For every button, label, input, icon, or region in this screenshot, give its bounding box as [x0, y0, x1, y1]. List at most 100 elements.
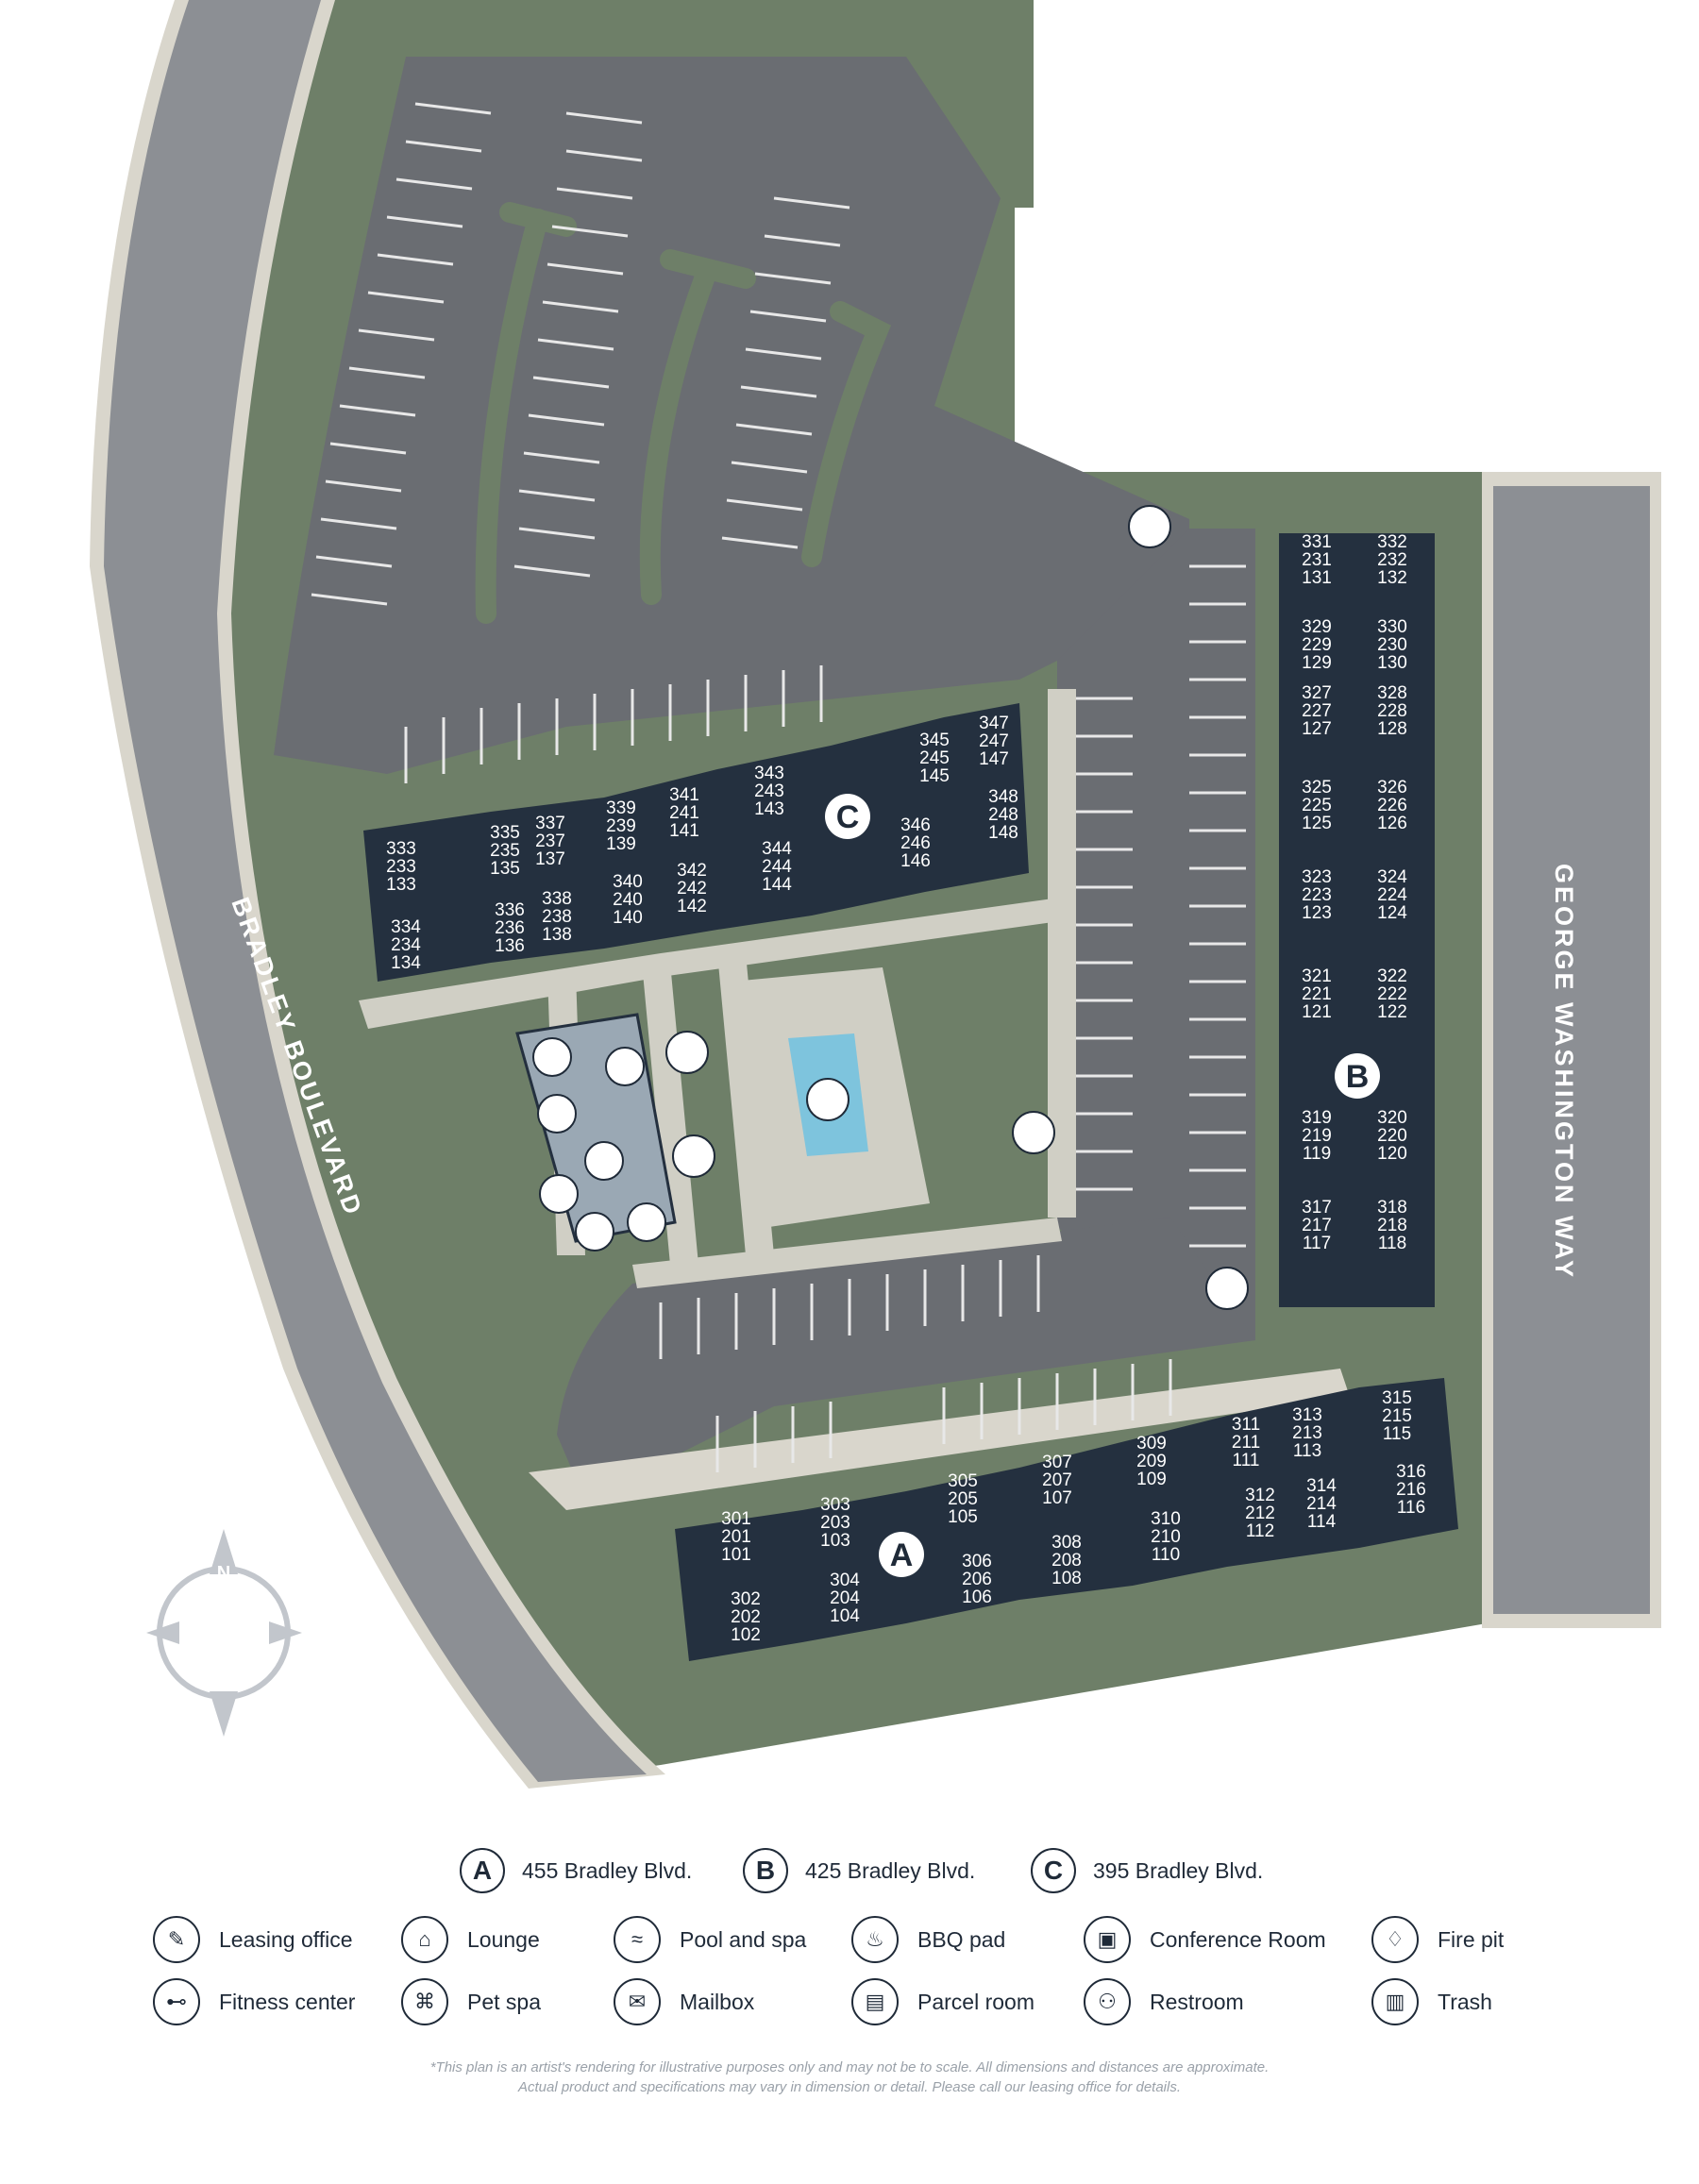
- disclaimer-line-1: *This plan is an artist's rendering for …: [429, 2059, 1270, 2075]
- legend-item: ✉Mailbox: [614, 1978, 754, 2025]
- legend-item: ⌂ Lounge: [401, 1916, 540, 1963]
- address-c-text: 395 Bradley Blvd.: [1093, 1857, 1264, 1883]
- building-b: [1279, 533, 1435, 1307]
- conference-room-icon: [539, 1174, 579, 1214]
- legend-label: Pool and spa: [680, 1926, 807, 1952]
- legend-label: Fitness center: [219, 1989, 356, 2014]
- building-c: [363, 703, 1029, 982]
- legend-label: Lounge: [467, 1926, 540, 1952]
- building-a-marker[interactable]: A: [879, 1532, 924, 1577]
- parcel-room-icon: [627, 1202, 666, 1242]
- legend-item: ⊷ Fitness center: [153, 1978, 355, 2025]
- conference-room-icon: ▣: [1084, 1916, 1131, 1963]
- leasing-office-icon: [575, 1212, 614, 1252]
- disclaimer: *This plan is an artist's rendering for …: [0, 2058, 1699, 2097]
- south-parking-lane: [557, 1218, 1255, 1501]
- svg-text:A: A: [890, 1537, 914, 1573]
- compass-rose: N: [146, 1529, 302, 1737]
- parking-stripes: [311, 102, 1246, 1472]
- bradley-boulevard-road: [90, 0, 665, 1789]
- pet-spa-icon: [532, 1037, 572, 1077]
- trash-icon: ▥: [1371, 1978, 1419, 2025]
- legend-label: Trash: [1438, 1989, 1492, 2014]
- legend-item: ♨ BBQ pad: [851, 1916, 1005, 1963]
- building-b-badge: B: [743, 1848, 788, 1893]
- fitness-center-icon: [537, 1094, 577, 1134]
- pool-and-spa-icon: [806, 1078, 850, 1121]
- address-b-text: 425 Bradley Blvd.: [805, 1857, 976, 1883]
- courtyard-paths: [359, 689, 1076, 1288]
- east-parking-lane: [1057, 529, 1255, 1350]
- building-a-badge: A: [460, 1848, 505, 1893]
- bbq-pad-icon: ♨: [851, 1916, 899, 1963]
- trash-icon: [1205, 1267, 1249, 1310]
- fitness-center-icon: ⊷: [153, 1978, 200, 2025]
- legend-label: Leasing office: [219, 1926, 353, 1952]
- lounge-icon: ⌂: [401, 1916, 448, 1963]
- legend-item: ▣ Conference Room: [1084, 1916, 1326, 1963]
- fire-pit-icon: ♢: [1371, 1916, 1419, 1963]
- building-a: [675, 1378, 1458, 1661]
- lounge-icon: [584, 1141, 624, 1181]
- map-amenity-markers: [532, 505, 1249, 1310]
- legend-item: ⚇Restroom: [1084, 1978, 1244, 2025]
- building-c-marker[interactable]: C: [825, 794, 870, 839]
- building-b-marker[interactable]: B: [1335, 1053, 1380, 1099]
- legend-label: Conference Room: [1150, 1926, 1326, 1952]
- legend-label: BBQ pad: [917, 1926, 1006, 1952]
- legend-item: ▥ Trash: [1371, 1978, 1492, 2025]
- trash-icon: [1128, 505, 1171, 548]
- fire-pit-icon: [672, 1134, 715, 1178]
